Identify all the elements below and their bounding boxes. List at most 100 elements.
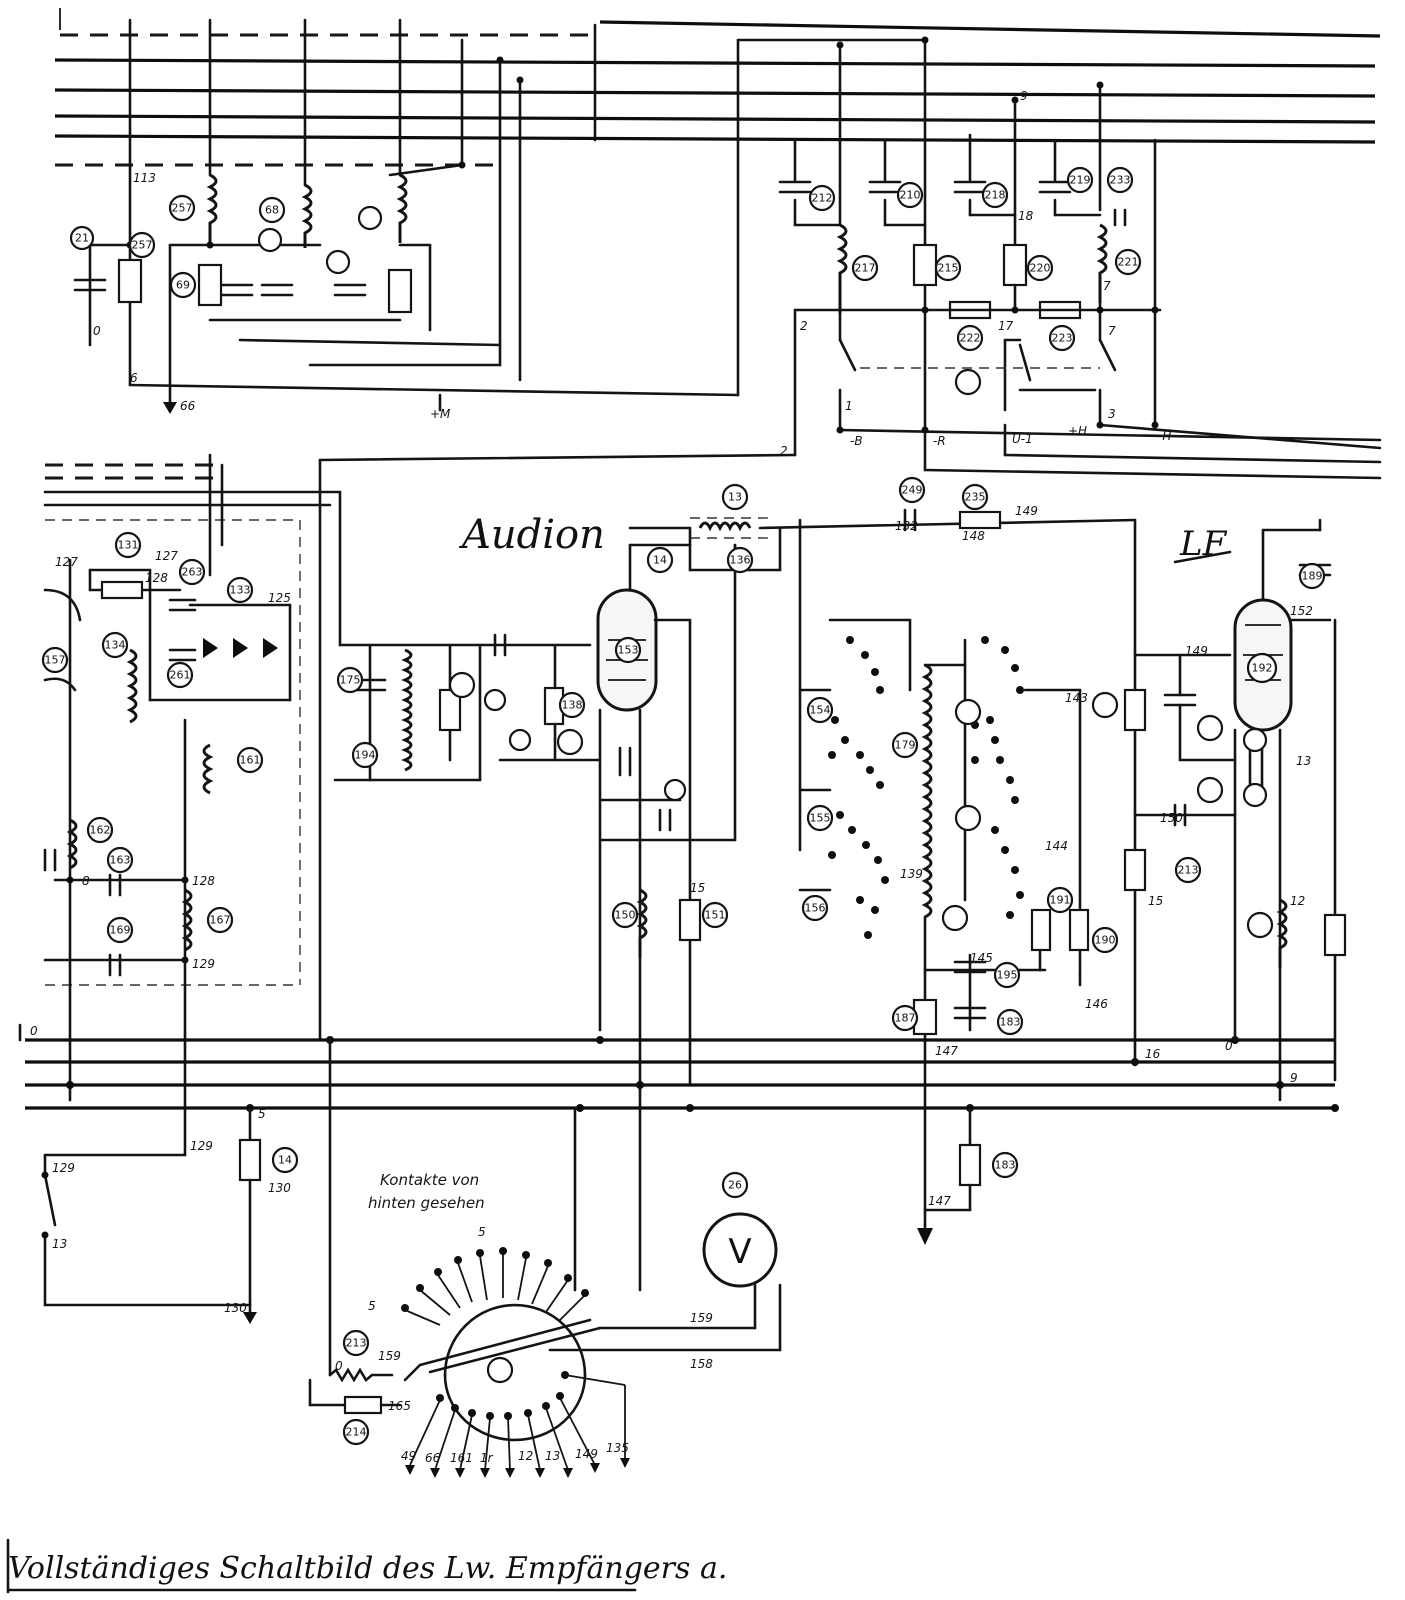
wire-1: 1 <box>845 399 853 413</box>
wire-139: 139 <box>900 867 923 881</box>
wire-129b: 129 <box>190 1139 213 1153</box>
switch-note-line2: hinten gesehen <box>368 1194 485 1212</box>
wire-130b: 130 <box>224 1301 247 1315</box>
wire-152: 152 <box>1290 604 1313 618</box>
wire-127b: 127 <box>155 549 178 563</box>
wire-5: 5 <box>258 1107 266 1121</box>
top-bus-lines <box>54 8 1381 167</box>
tap-transformer-section: 154 155 156 179 191 190 195 187 183 143 … <box>798 618 1119 1227</box>
ref-131: 131 <box>118 539 139 552</box>
ref-14: 14 <box>653 554 667 567</box>
ref-13: 13 <box>728 491 742 504</box>
ref-167: 167 <box>210 914 231 927</box>
ref-210: 210 <box>900 189 921 202</box>
out-161: 161 <box>450 1451 473 1465</box>
ref-263: 263 <box>182 566 203 579</box>
out-12: 12 <box>518 1449 533 1463</box>
ref-175: 175 <box>340 674 361 687</box>
top-left-input-section: 257 69 68 257 21 6 66 113 0 +M <box>69 18 927 421</box>
terminal-d: +H <box>1068 424 1087 438</box>
terminal-a: -B <box>850 434 863 448</box>
ref-14b: 14 <box>278 1154 292 1167</box>
wire-148: 148 <box>962 529 985 543</box>
wire-146: 146 <box>1085 997 1108 1011</box>
wire-150: 150 <box>1160 811 1183 825</box>
wire-13b: 13 <box>1296 754 1311 768</box>
ref-221: 221 <box>1118 256 1139 269</box>
ref-161: 161 <box>240 754 261 767</box>
terminal-c: U-1 <box>1012 432 1033 446</box>
wire-165: 165 <box>388 1399 411 1413</box>
ref-195: 195 <box>997 969 1018 982</box>
wire-132: 132 <box>895 519 918 533</box>
out-66: 66 <box>425 1451 441 1465</box>
ref-218: 218 <box>985 189 1006 202</box>
bottom-left-switch: 14 129 129 13 130 130 5 <box>41 1106 299 1324</box>
audion-label: Audion <box>458 512 605 558</box>
voltmeter-icon <box>702 1212 778 1288</box>
ref-212: 212 <box>812 192 833 205</box>
ref-261: 261 <box>170 669 191 682</box>
wire-128b: 128 <box>192 874 215 888</box>
voltmeter-symbol: V <box>728 1232 751 1272</box>
ref-190: 190 <box>1095 934 1116 947</box>
wire-16: 16 <box>1145 1047 1161 1061</box>
ref-163: 163 <box>110 854 131 867</box>
ref-157: 157 <box>45 654 66 667</box>
terminal-e: -H <box>1158 429 1171 443</box>
wire-159a: 159 <box>378 1349 401 1363</box>
wire-145: 145 <box>970 951 993 965</box>
wire-9b: 9 <box>1290 1071 1298 1085</box>
wire-143: 143 <box>1065 691 1088 705</box>
voltmeter-group: 26 V 183 147 <box>702 1106 1019 1288</box>
wire-17: 17 <box>998 319 1014 333</box>
ref-222: 222 <box>960 332 981 345</box>
ref-26: 26 <box>728 1179 742 1192</box>
diagram-caption: Vollständiges Schaltbild des Lw. Empfäng… <box>8 1551 727 1586</box>
lower-contacts <box>405 1371 630 1478</box>
ref-235: 235 <box>965 491 986 504</box>
wire-7a: 7 <box>1108 324 1116 338</box>
ref-138: 138 <box>562 699 583 712</box>
left-middle-section: 131 263 133 261 157 134 161 162 163 167 … <box>41 453 342 1157</box>
ref-213b: 213 <box>346 1337 367 1350</box>
lf-stage: 189 192 213 149 150 15 12 152 13 0 <box>1123 518 1347 1102</box>
ref-214: 214 <box>346 1426 367 1439</box>
wire-158: 158 <box>690 1357 713 1371</box>
wire-15b: 15 <box>1148 894 1163 908</box>
wire-113: 113 <box>133 171 156 185</box>
wire-12: 12 <box>1290 894 1305 908</box>
ref-187: 187 <box>895 1012 916 1025</box>
ref-183b: 183 <box>995 1159 1016 1172</box>
out-1r: 1r <box>480 1451 494 1465</box>
terminal-mid: +M <box>430 407 451 421</box>
ref-69: 69 <box>176 279 190 292</box>
ref-154: 154 <box>810 704 831 717</box>
ref-150: 150 <box>615 909 636 922</box>
wire-0a: 0 <box>93 324 101 338</box>
top-right-filter-section: 212 210 218 219 233 217 215 220 221 222 … <box>318 36 1382 480</box>
ref-134: 134 <box>105 639 126 652</box>
wire-6: 6 <box>130 371 138 385</box>
wire-7b: 7 <box>1103 279 1111 293</box>
wire-2a: 2 <box>800 319 808 333</box>
wire-127a: 127 <box>55 555 78 569</box>
ref-21: 21 <box>75 232 89 245</box>
wire-130a: 130 <box>268 1181 291 1195</box>
wire-149b: 149 <box>1185 644 1208 658</box>
switch-note-line1: Kontakte von <box>380 1171 479 1189</box>
ref-189: 189 <box>1302 570 1323 583</box>
switch-pos-top: 5 <box>478 1225 486 1239</box>
ref-219: 219 <box>1070 174 1091 187</box>
ref-183: 183 <box>1000 1016 1021 1029</box>
ref-223: 223 <box>1052 332 1073 345</box>
out-13: 13 <box>545 1449 560 1463</box>
ref-68: 68 <box>265 204 279 217</box>
switch-pos-left: 5 <box>368 1299 376 1313</box>
ref-169: 169 <box>110 924 131 937</box>
wire-147: 147 <box>935 1044 958 1058</box>
out-49: 49 <box>401 1449 416 1463</box>
audion-stage: 13 14 136 249 235 175 194 138 150 151 15… <box>318 458 1137 1092</box>
out-135: 135 <box>606 1441 629 1455</box>
